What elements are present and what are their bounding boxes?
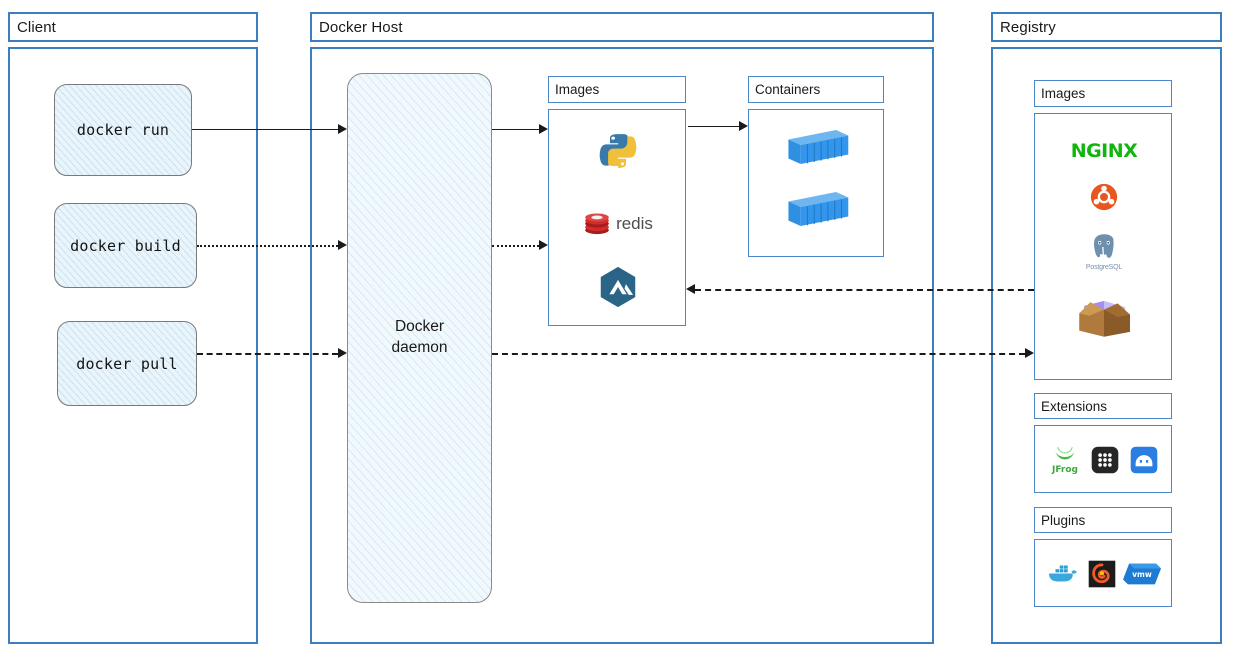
container-icon bbox=[749, 122, 885, 172]
registry-extensions-body: JFrog bbox=[1034, 425, 1172, 493]
registry-extensions-icons: JFrog bbox=[1049, 438, 1159, 482]
jfrog-label: JFrog bbox=[1052, 465, 1078, 475]
client-command-docker-run[interactable]: docker run bbox=[54, 84, 192, 176]
postgresql-icon: PostgreSQL bbox=[1035, 224, 1173, 276]
grid-app-icon bbox=[1090, 445, 1120, 475]
ubuntu-icon bbox=[1035, 180, 1173, 214]
host-images-body: redis bbox=[548, 109, 686, 326]
client-panel-label: Client bbox=[17, 18, 56, 36]
client-command-label: docker run bbox=[76, 121, 170, 139]
docker-daemon-label: Docker daemon bbox=[391, 318, 448, 356]
client-panel-header: Client bbox=[8, 12, 258, 42]
blue-app-icon bbox=[1129, 445, 1159, 475]
host-images-label: Images bbox=[555, 82, 600, 97]
registry-extensions-header: Extensions bbox=[1034, 393, 1172, 419]
registry-images-header: Images bbox=[1034, 80, 1172, 107]
registry-plugins-header: Plugins bbox=[1034, 507, 1172, 533]
registry-plugins-icons: vmw bbox=[1047, 552, 1161, 596]
client-command-label: docker pull bbox=[76, 354, 178, 373]
registry-panel-header: Registry bbox=[991, 12, 1222, 42]
client-command-docker-build[interactable]: docker build bbox=[54, 203, 197, 288]
registry-plugins-body: vmw bbox=[1034, 539, 1172, 607]
alpine-icon bbox=[549, 262, 687, 312]
vmware-label: vmw bbox=[1132, 569, 1152, 579]
registry-plugins-label: Plugins bbox=[1041, 512, 1086, 528]
client-command-docker-pull[interactable]: docker pull bbox=[57, 321, 197, 406]
registry-images-body: NGINX PostgreSQL bbox=[1034, 113, 1172, 380]
docker-whale-icon bbox=[1047, 559, 1081, 589]
nginx-icon: NGINX bbox=[1035, 136, 1173, 166]
host-containers-header: Containers bbox=[748, 76, 884, 103]
client-command-label: docker build bbox=[70, 236, 181, 255]
docker-daemon-box: Docker daemon bbox=[347, 73, 492, 603]
container-icon bbox=[749, 184, 885, 234]
package-box-icon bbox=[1035, 286, 1173, 348]
jfrog-icon: JFrog bbox=[1049, 440, 1081, 480]
registry-images-label: Images bbox=[1041, 86, 1086, 101]
host-containers-label: Containers bbox=[755, 82, 821, 97]
postgresql-label: PostgreSQL bbox=[1085, 263, 1123, 271]
python-icon bbox=[549, 128, 687, 174]
redis-icon: redis bbox=[549, 204, 687, 244]
vmware-icon: vmw bbox=[1123, 559, 1161, 589]
host-panel-header: Docker Host bbox=[310, 12, 934, 42]
host-containers-body bbox=[748, 109, 884, 257]
host-panel-label: Docker Host bbox=[319, 18, 403, 36]
grafana-icon bbox=[1087, 559, 1117, 589]
redis-label: redis bbox=[616, 214, 653, 233]
registry-extensions-label: Extensions bbox=[1041, 398, 1108, 414]
host-images-header: Images bbox=[548, 76, 686, 103]
registry-panel-label: Registry bbox=[1000, 18, 1056, 36]
nginx-label: NGINX bbox=[1070, 140, 1138, 162]
